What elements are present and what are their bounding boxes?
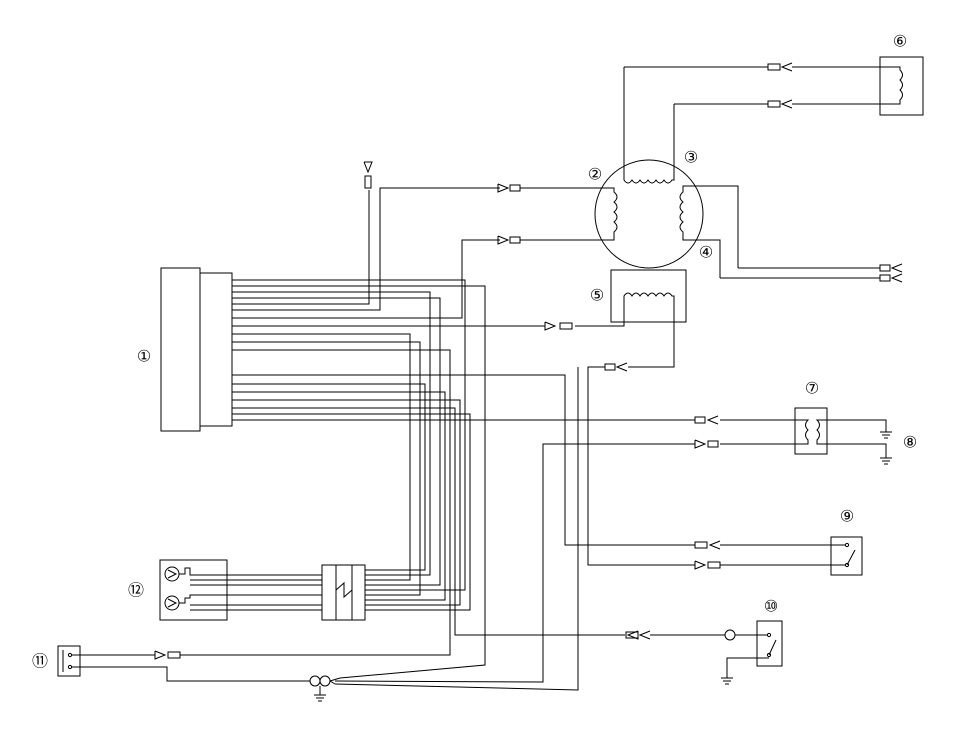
label-8: ⑧: [903, 433, 917, 452]
label-4: ④: [699, 243, 713, 262]
junction-box: [321, 564, 366, 621]
connector-pair-2: [497, 183, 521, 245]
label-11: ⑪: [32, 652, 48, 671]
component-9-switch: [694, 536, 863, 576]
component-10-switch: [625, 620, 783, 685]
component-11-switch: [57, 645, 310, 682]
component-5-coil: [334, 269, 695, 691]
component-2-3-4-unit: [520, 67, 880, 279]
label-9: ⑨: [840, 507, 854, 526]
wire-harness: [230, 187, 695, 679]
label-3: ③: [684, 148, 698, 167]
component-7-coil: [334, 407, 880, 683]
connector-pair-4: [879, 263, 903, 283]
component-6-coil: [624, 56, 924, 116]
component-8-grounds: [880, 419, 892, 465]
number-labels: ① ② ③ ④ ⑤ ⑥ ⑦ ⑧ ⑨ ⑩ ⑪ ⑫: [32, 32, 917, 671]
label-12: ⑫: [128, 581, 144, 600]
component-12-lamps: [159, 559, 322, 621]
label-6: ⑥: [893, 32, 907, 51]
label-10: ⑩: [764, 597, 778, 616]
ground-junction: [309, 675, 341, 702]
label-2: ②: [588, 165, 602, 184]
antenna-lead: [363, 161, 373, 189]
label-7: ⑦: [805, 379, 819, 398]
label-5: ⑤: [590, 286, 604, 305]
component-1-connector: [160, 267, 233, 432]
label-1: ①: [137, 347, 151, 366]
